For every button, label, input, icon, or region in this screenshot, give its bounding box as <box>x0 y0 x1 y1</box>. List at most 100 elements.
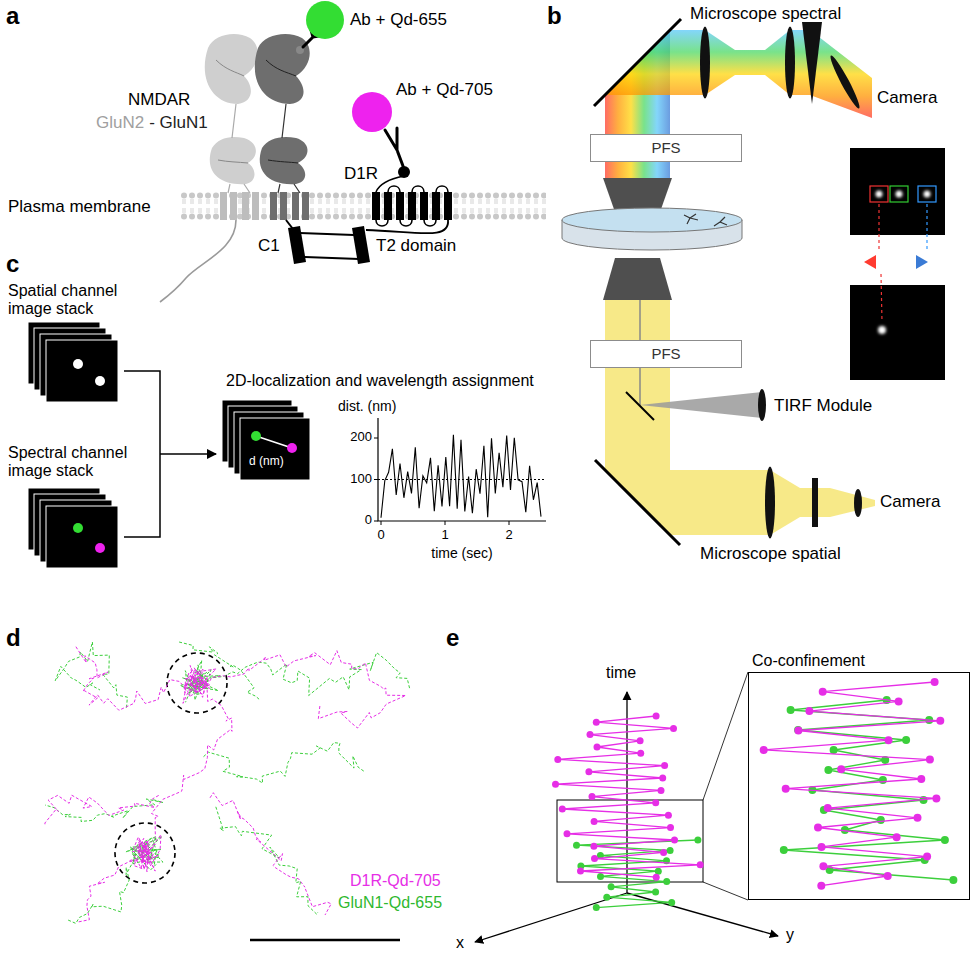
glun1-track <box>787 706 795 714</box>
tirf-beam <box>758 389 766 421</box>
d1r-track <box>665 812 672 819</box>
d1r-receptor <box>420 192 428 220</box>
d1r-track <box>926 756 934 764</box>
glun1-track <box>879 776 887 784</box>
d1r-track <box>885 736 893 744</box>
scale-bar <box>250 940 400 941</box>
d1r-track <box>819 688 827 696</box>
probe-label: Ab + Qd-705 <box>396 80 493 100</box>
tick-label: 0 <box>377 528 384 543</box>
glun2-subunit <box>220 192 227 220</box>
c1-t2-domains <box>288 226 306 264</box>
d1r-track <box>895 697 903 705</box>
camera-images <box>926 204 927 252</box>
spatial-beam <box>595 300 875 545</box>
glun1-track <box>668 899 675 906</box>
d1r-trajectory <box>141 681 232 857</box>
camera-images <box>850 148 945 235</box>
inset-heading: Co-confinement <box>752 652 865 670</box>
glun1-track <box>780 846 788 854</box>
d1r-track <box>917 775 925 783</box>
probe-label: Ab + Qd-655 <box>350 10 447 30</box>
camera-images <box>870 186 888 202</box>
microscope-label: Microscope spatial <box>700 544 841 564</box>
panel-letter: a <box>6 2 19 30</box>
glun1-track <box>573 842 580 849</box>
image-stack <box>73 523 83 533</box>
tirf-beam <box>640 392 762 418</box>
image-stack <box>95 543 105 553</box>
inset-box: Co-confinement <box>748 672 970 900</box>
glun1-subunit <box>270 192 277 220</box>
d1r-track <box>587 731 594 738</box>
d1r-track <box>671 837 678 844</box>
d1r-track <box>653 713 660 720</box>
scale-bar <box>250 939 400 942</box>
image-stack <box>287 443 297 453</box>
confinement-circle <box>167 653 227 713</box>
camera-images <box>924 191 931 198</box>
series-label: D1R-Qd-705 <box>348 872 443 890</box>
step-label: 2D-localization and wavelength assignmen… <box>226 372 534 390</box>
image-stack <box>160 453 216 455</box>
lipid-bilayer <box>180 192 546 220</box>
series-label: GluN1-Qd-655 <box>336 894 444 912</box>
camera-images <box>864 255 876 269</box>
spectral-beam <box>827 54 862 111</box>
d1r-receptor <box>384 192 392 220</box>
image-stack <box>124 371 160 537</box>
microscope-body <box>562 208 742 232</box>
distance-axes <box>374 438 509 525</box>
glun2-subunit <box>160 220 236 302</box>
d1r-trajectory <box>194 651 405 728</box>
d1r-track <box>936 717 944 725</box>
d1r-track <box>552 781 559 788</box>
glun1-subunit <box>255 34 310 229</box>
d1r-track <box>658 787 665 794</box>
d1r-track <box>697 861 704 868</box>
distance-trace <box>381 435 541 518</box>
camera-images <box>916 255 928 269</box>
glun1-subunit <box>280 192 287 220</box>
d1r-track <box>818 843 826 851</box>
microscope-body <box>603 178 672 212</box>
spatial-beam <box>854 489 862 517</box>
image-stack <box>46 506 118 568</box>
distance-label: d (nm) <box>249 455 284 469</box>
d1r-receptor <box>408 192 416 220</box>
microscope-label: Microscope spectral <box>690 4 841 24</box>
glun2-subunit <box>230 192 237 220</box>
glun1-track <box>608 883 615 890</box>
d1r-track <box>805 707 813 715</box>
d1r-track <box>554 756 561 763</box>
d1r-track <box>670 725 677 732</box>
c1-t2-domains <box>288 226 370 264</box>
glun1-trajectory <box>204 743 366 784</box>
zoom-frame <box>703 882 748 900</box>
image-stack <box>46 340 118 402</box>
camera-images <box>896 191 903 198</box>
xyt-axes <box>475 692 778 942</box>
d1r-track <box>837 765 845 773</box>
distance-axes <box>374 418 546 525</box>
glun1-track <box>652 889 659 896</box>
glun2-subunit <box>228 104 250 193</box>
camera-images <box>881 274 882 322</box>
d1r-receptor <box>376 176 404 192</box>
glun2-subunit <box>242 192 249 220</box>
camera-images <box>878 326 886 334</box>
d1r-trajectory <box>78 857 142 922</box>
d1r-receptor <box>432 192 440 220</box>
d1r-track <box>914 814 922 822</box>
zoom-frame <box>703 672 748 800</box>
spatial-beam <box>765 467 775 539</box>
glun1-subunit <box>292 192 299 220</box>
glun1-track <box>830 746 838 754</box>
glun1-trajectory <box>55 642 127 708</box>
d1r-track <box>594 744 601 751</box>
tick-label: 0 <box>365 513 372 528</box>
distance-axes <box>378 418 546 521</box>
d1r-track <box>577 868 584 875</box>
d1r-trajectory <box>132 835 161 872</box>
d1r-track <box>652 799 659 806</box>
